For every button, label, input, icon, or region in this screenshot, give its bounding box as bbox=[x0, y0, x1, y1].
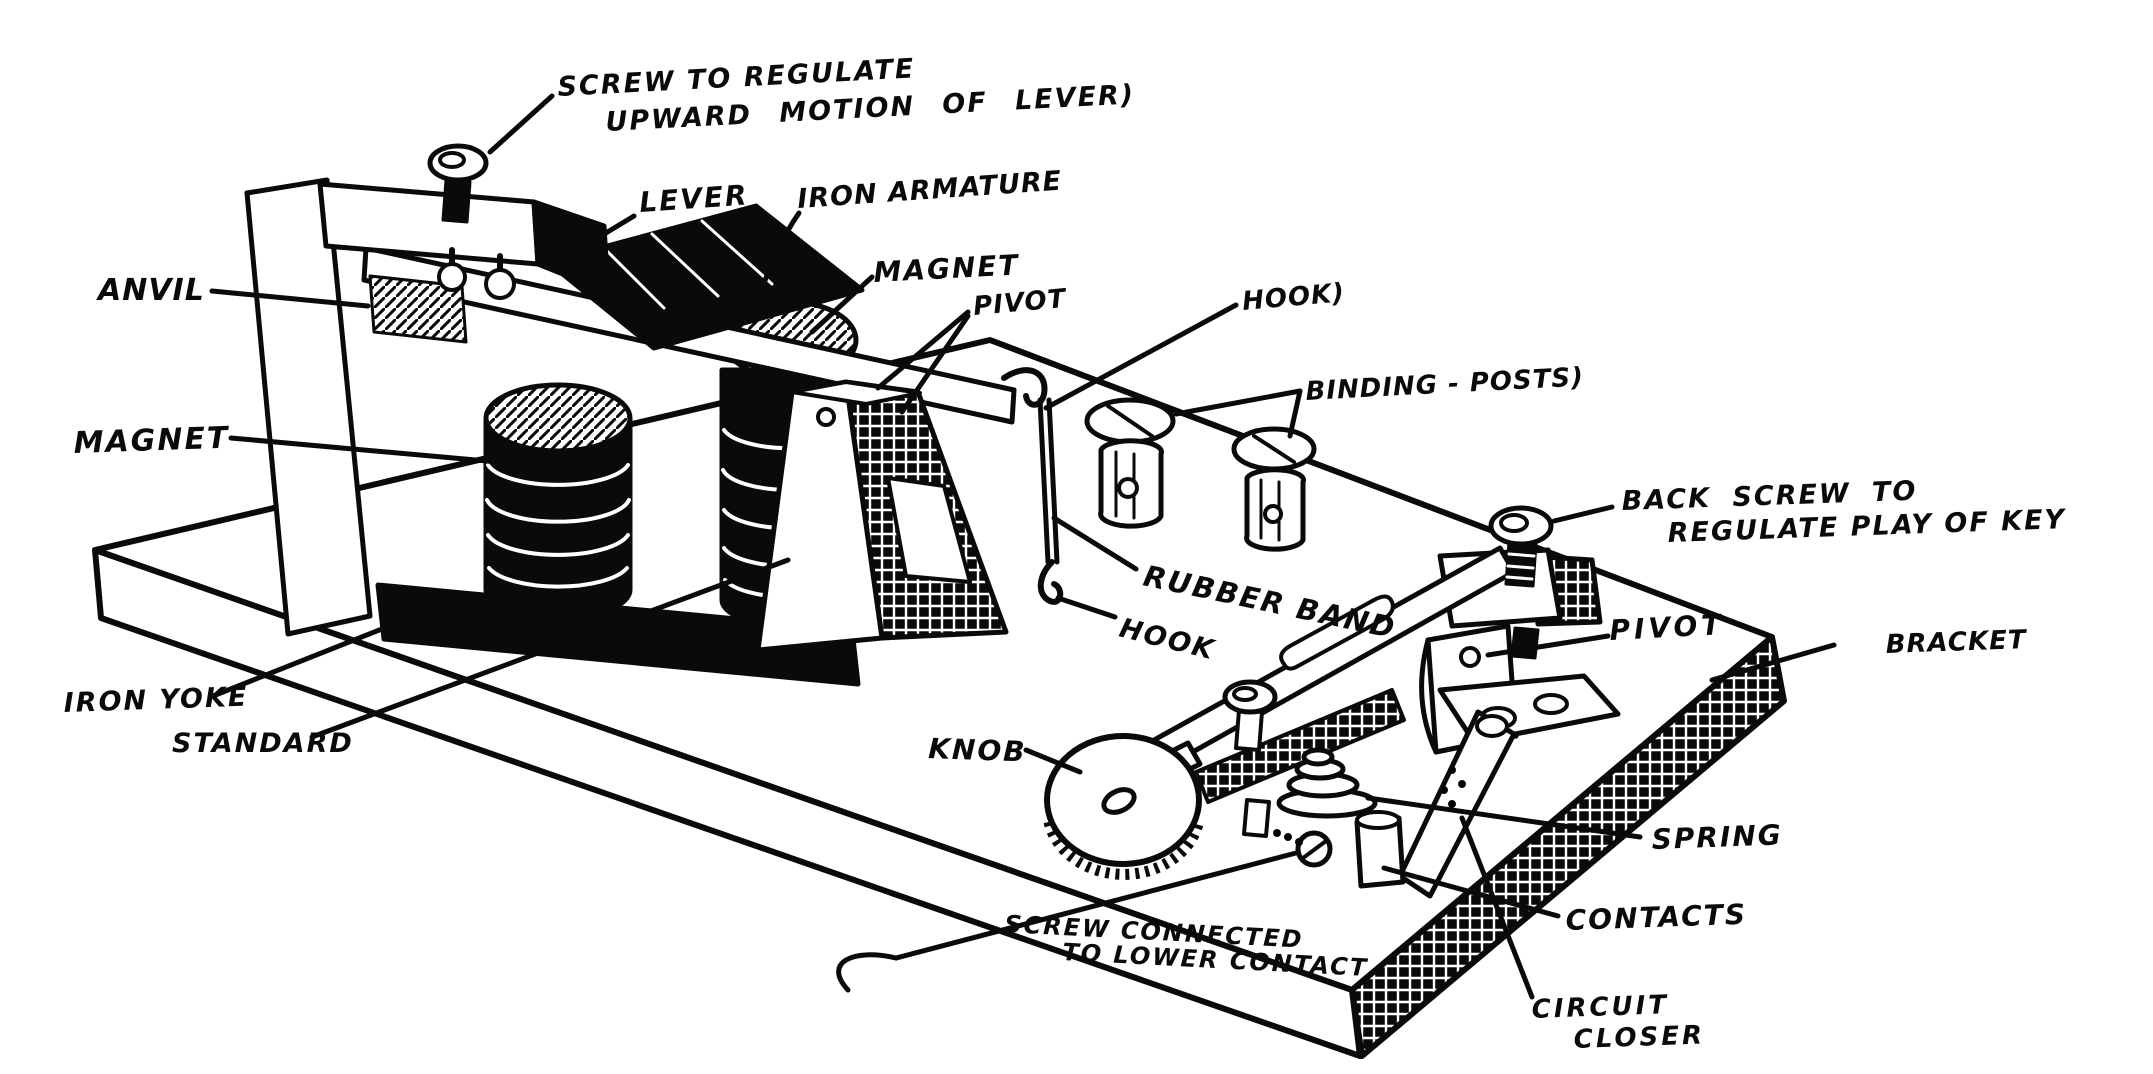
binding-posts-leader-line-a bbox=[1173, 388, 1303, 417]
screw-connected-leader-line bbox=[836, 850, 1299, 993]
rubber-band-part bbox=[1037, 397, 1060, 565]
knob-part bbox=[1043, 733, 1204, 880]
magnet-left-leader-line bbox=[228, 435, 501, 465]
back-screw-leader-line bbox=[1551, 504, 1615, 524]
hook-lower-leader-line bbox=[1055, 595, 1118, 620]
bracket-label: BRACKET bbox=[1885, 625, 2028, 660]
anvil-leader-line bbox=[209, 288, 371, 309]
leader-lines bbox=[209, 93, 1837, 1000]
key-lever-shadow bbox=[1194, 688, 1406, 804]
circuit-closer-label-line2: CLOSER bbox=[1573, 1020, 1705, 1055]
iron-yoke-part bbox=[375, 582, 861, 687]
standard-label: STANDARD bbox=[172, 728, 354, 759]
anvil-label: ANVIL bbox=[96, 273, 205, 308]
pivot-lower-leader-line bbox=[1485, 633, 1611, 658]
knob-leader-line bbox=[1023, 747, 1083, 775]
anvil-contact-screw-a bbox=[437, 262, 467, 292]
standard-part bbox=[755, 379, 1009, 653]
telegraph-key bbox=[1043, 505, 1621, 899]
hook-upper-leader-line bbox=[1043, 302, 1239, 411]
standard-leader-line bbox=[309, 557, 791, 740]
bracket-part bbox=[1419, 623, 1621, 755]
board-right-face bbox=[1349, 634, 1787, 1059]
magnet-upper-label: MAGNET bbox=[873, 248, 1021, 289]
iron-yoke-label: IRON YOKE bbox=[63, 682, 249, 719]
binding-posts-label: BINDING - POSTS) bbox=[1305, 362, 1585, 407]
pivot-lower-label: PIVOT bbox=[1609, 608, 1726, 647]
magnet-coil-left bbox=[483, 382, 633, 621]
rubber-band-leader-line bbox=[1051, 515, 1139, 572]
lever-label: LEVER bbox=[638, 178, 749, 219]
bracket-leader-line bbox=[1709, 642, 1837, 683]
coil-left-top bbox=[483, 382, 633, 454]
screw-regulate-leader-line bbox=[487, 93, 555, 155]
spring-leader-line bbox=[1365, 795, 1643, 840]
hook-lower-part bbox=[1037, 559, 1064, 605]
pivot-upper-label: PIVOT bbox=[972, 284, 1069, 322]
regulate-screw-part bbox=[427, 143, 489, 224]
binding-posts-parts bbox=[1084, 397, 1317, 552]
iron-yoke-leader-line bbox=[210, 618, 405, 699]
anvil-contact-screw-b bbox=[484, 268, 516, 300]
anvil-part bbox=[244, 177, 611, 637]
sounder-pivot-hole bbox=[816, 407, 836, 427]
magnet-upper-leader-line bbox=[809, 274, 875, 335]
iron-armature-label: IRON ARMATURE bbox=[796, 166, 1063, 215]
knob-label: KNOB bbox=[928, 732, 1027, 768]
circuit-closer-label-line1: CIRCUIT bbox=[1531, 990, 1669, 1025]
contacts-leader-line bbox=[1381, 865, 1561, 919]
pivot-upper-leader-line-a bbox=[875, 309, 971, 391]
lower-contact-part bbox=[1354, 810, 1406, 889]
magnet-left-label: MAGNET bbox=[73, 421, 230, 461]
contacts-label: CONTACTS bbox=[1565, 898, 1747, 937]
pivot-upper-leader-line-b bbox=[899, 313, 971, 415]
binding-posts-leader-line-b bbox=[1287, 388, 1303, 439]
circuit-closer-leader-line bbox=[1459, 815, 1535, 1000]
spring-part bbox=[1276, 747, 1378, 819]
key-leaf-spring bbox=[1279, 594, 1395, 671]
lever-leader-line bbox=[545, 213, 637, 271]
binding-post-2 bbox=[1231, 426, 1317, 552]
lower-contact-screw-part bbox=[1273, 829, 1333, 868]
circuit-closer-part bbox=[1397, 709, 1517, 899]
spring-label: SPRING bbox=[1651, 818, 1783, 856]
sounder bbox=[244, 143, 1064, 687]
key-pivot-hole bbox=[1459, 646, 1481, 668]
rubber-band-assembly bbox=[1001, 367, 1064, 605]
trunnion-screw-part bbox=[1222, 679, 1278, 838]
hook-upper-label: HOOK) bbox=[1241, 278, 1346, 317]
binding-post-1 bbox=[1084, 397, 1176, 529]
iron-armature-leader-line bbox=[753, 210, 802, 315]
hook-upper-part bbox=[1001, 367, 1048, 408]
